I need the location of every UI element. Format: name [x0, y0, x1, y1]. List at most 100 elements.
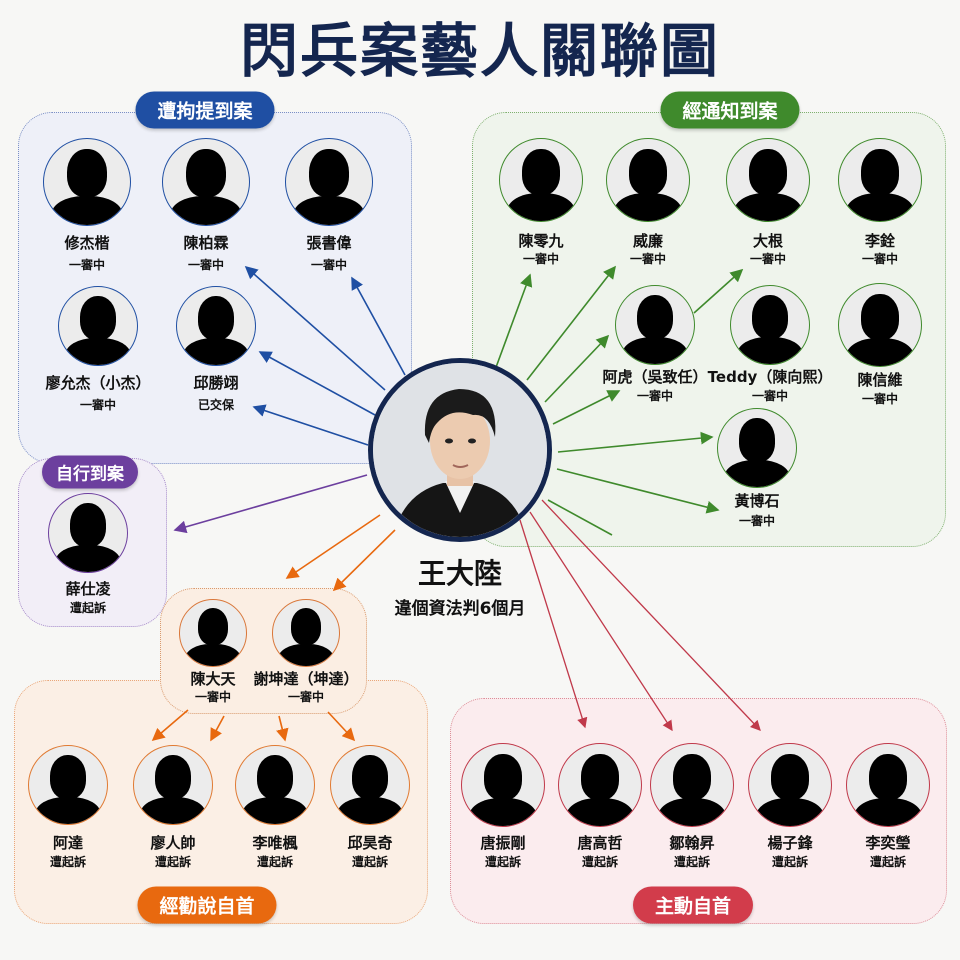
person-status: 一審中 [738, 514, 776, 528]
silhouette-body [755, 798, 825, 826]
group-label-notified: 經通知到案 [660, 91, 800, 129]
avatar-silhouette [162, 138, 250, 226]
silhouette-head [522, 148, 560, 195]
avatar-silhouette [28, 745, 108, 825]
silhouette-body [65, 338, 131, 365]
avatar-silhouette [717, 408, 797, 488]
person-name: 陳柏霖 [183, 234, 229, 252]
avatar-silhouette [726, 138, 810, 222]
avatar-silhouette [606, 138, 690, 222]
person-status: 一審中 [749, 252, 787, 266]
avatar-silhouette [650, 743, 734, 827]
person-name: 陳零九 [518, 232, 564, 250]
silhouette-head [861, 293, 899, 340]
silhouette-body [737, 337, 803, 364]
silhouette-body [657, 798, 727, 826]
person-name: 邱勝翊 [193, 374, 239, 392]
avatar-silhouette [730, 285, 810, 365]
arrow-to-tang-gaozhe [519, 519, 588, 729]
arrow-to-liao-renshuai [210, 715, 225, 742]
person-status: 一審中 [187, 258, 225, 272]
group-label-self-reported: 自行到案 [42, 455, 138, 489]
silhouette-head [50, 755, 86, 800]
center-person-name: 王大陸 [417, 557, 503, 590]
person-name: 薛仕凌 [65, 580, 111, 598]
person-name: 陳大天 [190, 670, 236, 688]
silhouette-head [309, 149, 349, 198]
silhouette-body [622, 337, 688, 364]
silhouette-head [197, 607, 229, 645]
person-name: 張書偉 [306, 234, 352, 252]
silhouette-head [629, 148, 667, 195]
silhouette-head [637, 295, 673, 340]
avatar-silhouette [615, 285, 695, 365]
person-status: 遭起訴 [771, 855, 809, 869]
person-status: 一審中 [751, 389, 789, 403]
person-name: 威廉 [632, 232, 664, 250]
arrow-to-ahu [544, 334, 610, 403]
silhouette-head [861, 148, 899, 195]
person-status: 一審中 [629, 252, 667, 266]
person-name: 大根 [752, 232, 784, 250]
avatar-silhouette [558, 743, 642, 827]
silhouette-body [845, 338, 915, 366]
page-title: 閃兵案藝人關聯圖 [239, 17, 720, 85]
person-status: 遭起訴 [484, 855, 522, 869]
avatar-silhouette [330, 745, 410, 825]
person-status: 一審中 [861, 252, 899, 266]
person-status: 遭起訴 [69, 601, 107, 615]
arrow-to-qiu-shengyi [258, 351, 376, 416]
silhouette-head [739, 418, 775, 463]
arrow-to-xie-kunda [332, 529, 396, 592]
arrow-to-william [526, 265, 616, 381]
silhouette-head [290, 607, 322, 645]
person-status: 一審中 [522, 252, 560, 266]
silhouette-body [169, 195, 243, 225]
silhouette-body [140, 797, 206, 824]
person-name: 謝坤達（坤達） [253, 670, 359, 688]
silhouette-body [613, 193, 683, 221]
silhouette-body [337, 797, 403, 824]
person-status: 遭起訴 [869, 855, 907, 869]
arrow-to-chen-datian [285, 514, 381, 579]
arrow-to-qiu-haoqi [327, 711, 356, 742]
avatar-silhouette [499, 138, 583, 222]
silhouette-head [70, 503, 106, 548]
group-label-voluntary: 主動自首 [632, 886, 754, 924]
silhouette-body [242, 797, 308, 824]
silhouette-body [733, 193, 803, 221]
silhouette-head [581, 753, 619, 800]
person-status: 一審中 [194, 690, 232, 704]
avatar-silhouette [133, 745, 213, 825]
silhouette-body [845, 193, 915, 221]
portrait-illustration [373, 363, 547, 537]
avatar-silhouette [838, 283, 922, 367]
avatar-silhouette [748, 743, 832, 827]
silhouette-body [35, 797, 101, 824]
silhouette-head [186, 149, 226, 198]
person-status: 一審中 [68, 258, 106, 272]
avatar-silhouette [461, 743, 545, 827]
silhouette-head [352, 755, 388, 800]
arrow-to-xue-shiling [173, 474, 368, 534]
silhouette-body [55, 545, 121, 572]
person-status: 遭起訴 [256, 855, 294, 869]
silhouette-body [50, 195, 124, 225]
silhouette-body [506, 193, 576, 221]
person-status: 已交保 [197, 398, 235, 412]
silhouette-body [565, 798, 635, 826]
person-status: 一審中 [287, 690, 325, 704]
person-name: Teddy（陳向熙） [707, 368, 833, 386]
avatar-silhouette [285, 138, 373, 226]
avatar-silhouette [43, 138, 131, 226]
silhouette-head [749, 148, 787, 195]
arrow-to-chen-lingjiu [494, 273, 533, 371]
person-name: 修杰楷 [64, 234, 110, 252]
center-person-status: 違個資法判6個月 [394, 599, 526, 619]
silhouette-body [468, 798, 538, 826]
avatar-silhouette [838, 138, 922, 222]
silhouette-body [292, 195, 366, 225]
group-label-arrested: 遭拘提到案 [135, 91, 275, 129]
person-status: 一審中 [636, 389, 674, 403]
